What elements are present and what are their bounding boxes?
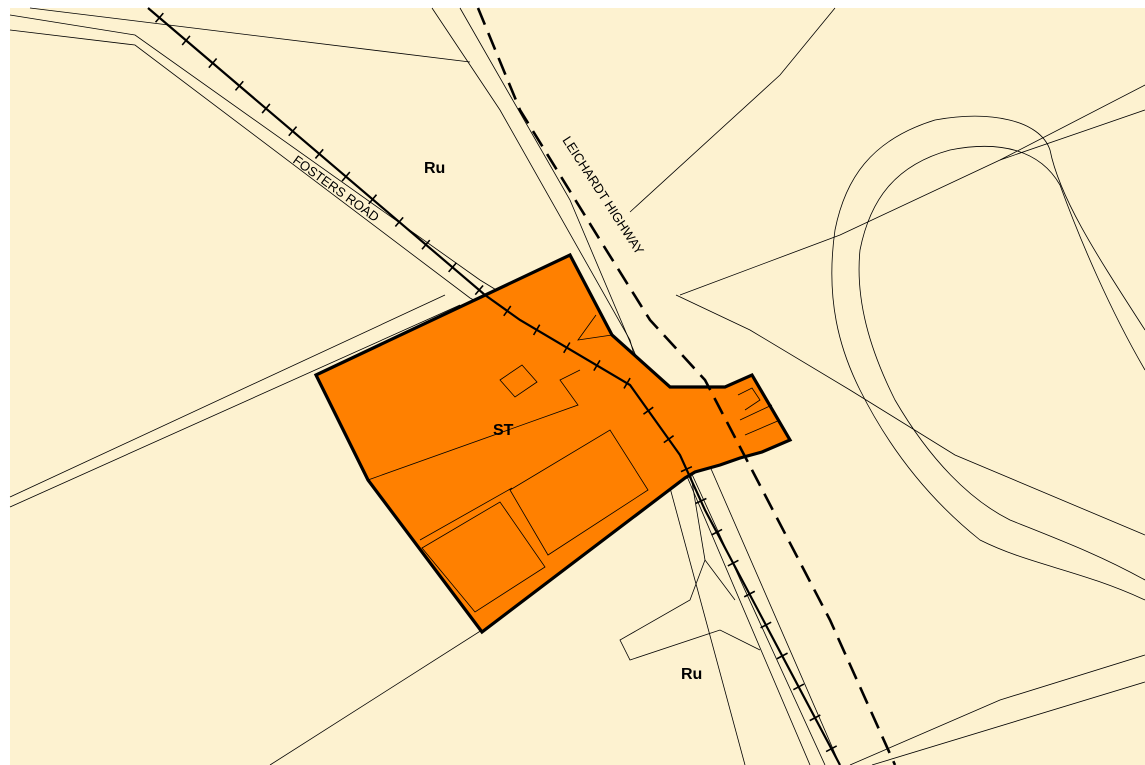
railway-tick — [563, 342, 571, 354]
railway-tick — [727, 559, 739, 567]
highway-centreline — [476, 7, 897, 765]
railway-tick — [792, 683, 805, 691]
railway-tick — [154, 12, 164, 23]
cadastral-lines — [9, 7, 1145, 765]
railway-tick — [776, 652, 788, 660]
railway-tick — [809, 714, 821, 722]
zone-label-st: ST — [493, 422, 514, 439]
railway-tick — [532, 324, 541, 336]
railway-tick — [743, 590, 756, 598]
railway-tick — [643, 406, 654, 415]
railway-tick — [448, 262, 458, 273]
zone-label-ru-south: Ru — [681, 666, 702, 683]
railway-tick — [314, 148, 324, 159]
railway-tick — [261, 103, 271, 114]
railway-tick — [181, 35, 191, 46]
zone-label-ru-north: Ru — [424, 160, 445, 177]
railway-tick — [208, 58, 218, 69]
railway-tick — [341, 171, 351, 182]
st-zone — [313, 252, 793, 635]
railway-tick — [421, 239, 431, 250]
railway-tick — [623, 377, 631, 389]
st-zone-polygon — [313, 252, 793, 635]
railway-ticks — [154, 12, 838, 753]
railway-tick — [680, 465, 693, 473]
railway-line — [147, 7, 841, 765]
railway-tick — [234, 80, 244, 91]
railway-tick — [503, 305, 512, 317]
railway-tick — [663, 435, 675, 444]
railway-tick — [394, 216, 404, 228]
railway-tick — [288, 126, 298, 137]
railway-tick — [825, 745, 838, 753]
st-internal-lines — [367, 314, 781, 613]
railway-tick — [368, 194, 378, 205]
railway-tick — [695, 497, 707, 505]
railway-tick — [760, 621, 772, 629]
railway-tick — [711, 528, 723, 536]
railway-tick — [474, 284, 484, 296]
railway-tick — [593, 359, 601, 372]
